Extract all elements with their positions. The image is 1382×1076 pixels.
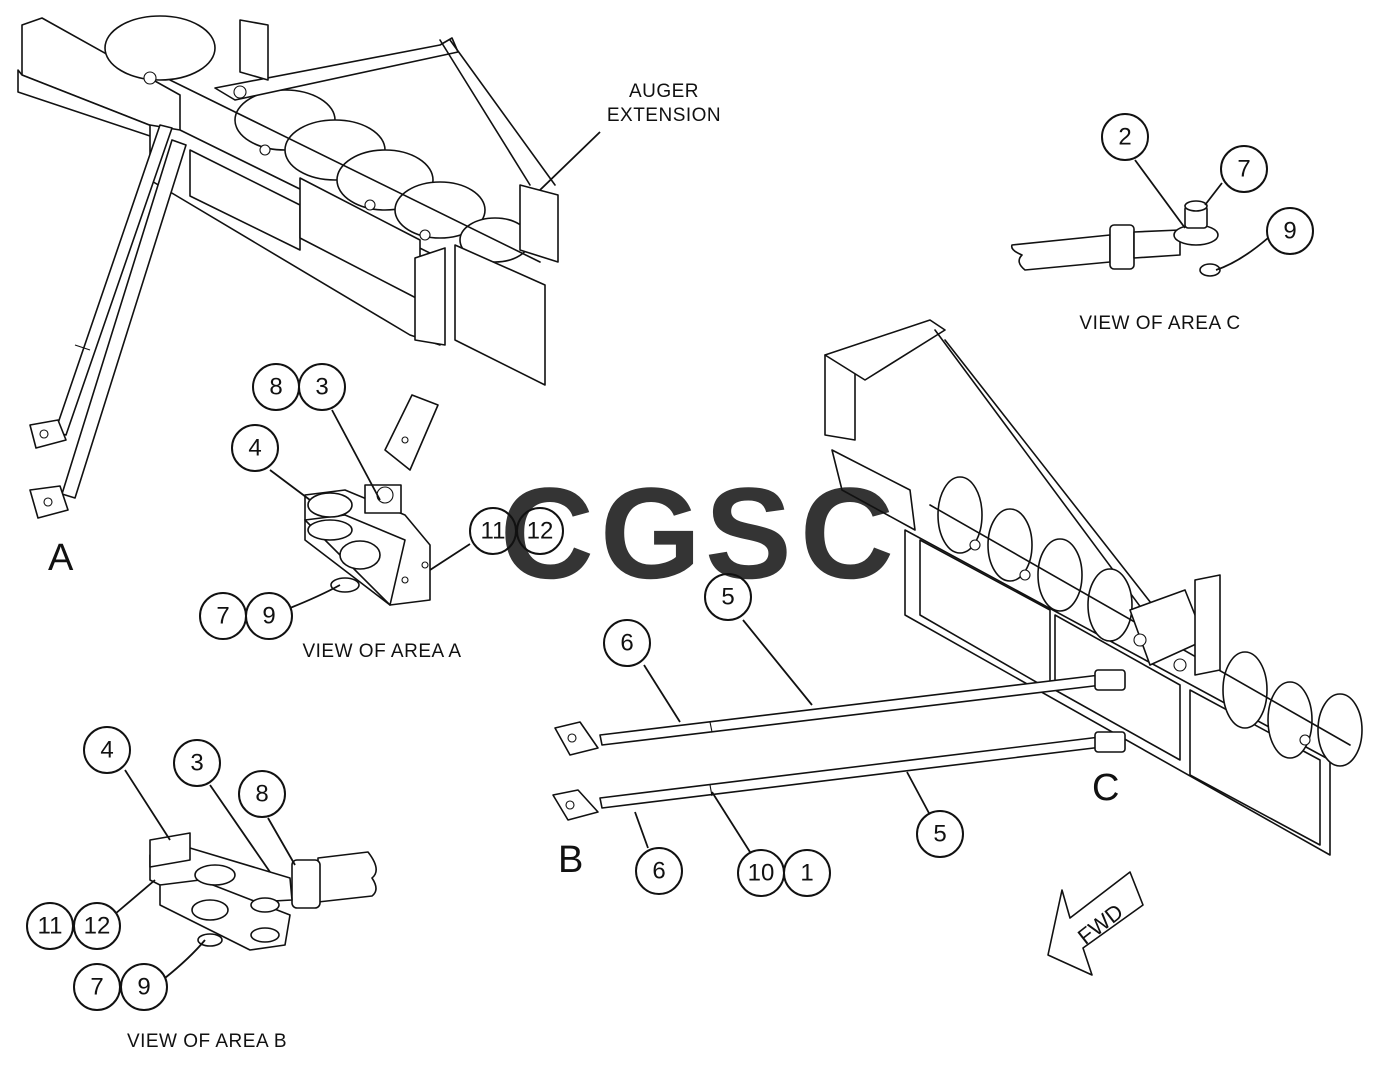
auger-extension-label-line2: EXTENSION (607, 105, 721, 126)
area-letter-c: C (1092, 767, 1119, 809)
view-area-c-detail (1010, 200, 1221, 277)
callout-strut-5-bottom: 5 (916, 810, 964, 858)
svg-text:9: 9 (137, 974, 150, 1001)
svg-text:3: 3 (190, 750, 203, 777)
watermark-letter-3: S (705, 460, 792, 606)
svg-text:7: 7 (216, 603, 229, 630)
view-area-c-caption: VIEW OF AREA C (1079, 313, 1240, 334)
callout-a-12: 12 (516, 507, 564, 555)
svg-text:8: 8 (255, 781, 268, 808)
callout-strut-10: 10 (737, 849, 785, 897)
callout-b-7: 7 (73, 963, 121, 1011)
svg-text:7: 7 (90, 974, 103, 1001)
callout-b-9: 9 (120, 963, 168, 1011)
svg-text:8: 8 (269, 374, 282, 401)
svg-text:6: 6 (620, 630, 633, 657)
area-letter-a: A (48, 537, 74, 579)
callout-b-4: 4 (83, 726, 131, 774)
callout-a-9: 9 (245, 592, 293, 640)
svg-text:5: 5 (721, 584, 734, 611)
svg-text:6: 6 (652, 858, 665, 885)
watermark-letter-2: G (600, 460, 701, 606)
callout-b-12: 12 (73, 902, 121, 950)
callout-a-8: 8 (252, 363, 300, 411)
svg-text:1: 1 (800, 860, 813, 887)
callout-a-3: 3 (298, 363, 346, 411)
svg-text:11: 11 (481, 518, 506, 545)
lower-struts (552, 669, 1126, 821)
callout-c-9: 9 (1266, 207, 1314, 255)
svg-text:10: 10 (748, 860, 775, 887)
area-letter-b: B (558, 839, 583, 881)
auger-extension-label-line1: AUGER (629, 81, 699, 102)
callout-b-3: 3 (173, 739, 221, 787)
svg-text:3: 3 (315, 374, 328, 401)
callout-c-2: 2 (1101, 113, 1149, 161)
svg-text:5: 5 (933, 821, 946, 848)
upper-auger-assembly (17, 15, 559, 519)
svg-text:11: 11 (38, 913, 63, 940)
watermark-letter-4: C (800, 460, 894, 606)
view-area-b-caption: VIEW OF AREA B (127, 1031, 287, 1052)
callout-b-11: 11 (26, 902, 74, 950)
svg-text:4: 4 (100, 737, 113, 764)
callout-b-8: 8 (238, 770, 286, 818)
view-area-a-detail (304, 394, 439, 606)
svg-text:9: 9 (262, 603, 275, 630)
callout-strut-6-top: 6 (603, 619, 651, 667)
view-area-b-detail (149, 832, 377, 951)
callout-strut-6-bottom: 6 (635, 847, 683, 895)
callout-a-11: 11 (469, 507, 517, 555)
svg-text:12: 12 (84, 913, 111, 940)
forward-arrow: FWD (1047, 871, 1144, 976)
svg-text:7: 7 (1237, 156, 1250, 183)
callout-c-7: 7 (1220, 145, 1268, 193)
leader-lines (114, 159, 1269, 979)
callout-strut-1: 1 (783, 849, 831, 897)
svg-text:12: 12 (527, 518, 554, 545)
cgsc-watermark: C G S C (500, 460, 894, 606)
svg-text:2: 2 (1118, 124, 1131, 151)
svg-text:4: 4 (248, 435, 261, 462)
watermark-letter-1: C (500, 460, 594, 606)
auger-extension-leader (539, 131, 601, 191)
view-area-a-caption: VIEW OF AREA A (302, 641, 461, 662)
svg-text:9: 9 (1283, 218, 1296, 245)
callout-strut-5-top: 5 (704, 573, 752, 621)
callout-a-4: 4 (231, 424, 279, 472)
callout-a-7: 7 (199, 592, 247, 640)
